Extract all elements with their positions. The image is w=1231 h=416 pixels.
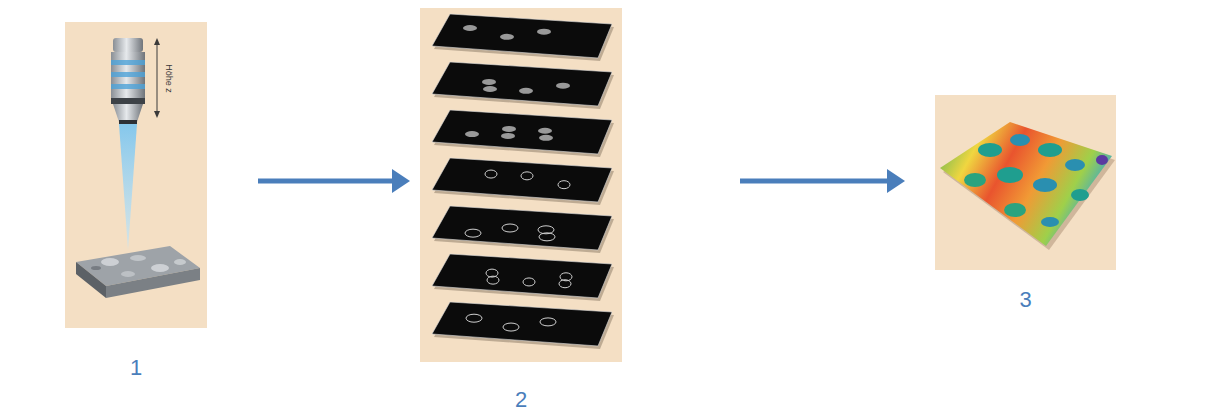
light-beam — [119, 124, 137, 250]
sample-slab — [76, 246, 200, 298]
image-slice — [432, 110, 614, 157]
panel-ground — [420, 8, 622, 362]
arrow-head — [392, 169, 410, 193]
image-slice — [432, 62, 614, 109]
panel-ground — [65, 22, 207, 328]
arrow-head — [887, 169, 905, 193]
image-slice — [432, 302, 614, 349]
step-panel: 3 — [935, 95, 1116, 270]
image-stack — [432, 14, 614, 349]
microscope-objective — [111, 38, 145, 124]
step-number: 3 — [935, 287, 1116, 313]
step-panel: 2 — [420, 8, 622, 362]
flow-arrow — [740, 169, 905, 193]
image-slice — [432, 14, 614, 61]
flow-arrow — [258, 169, 410, 193]
image-slice — [432, 254, 614, 301]
step-number: 2 — [420, 387, 622, 413]
surface-map — [940, 122, 1115, 250]
arrow-shaft — [258, 179, 393, 184]
step-panel: 1 — [65, 22, 207, 328]
image-slice — [432, 158, 614, 205]
panel-ground — [935, 95, 1116, 270]
image-slice — [432, 206, 614, 253]
height-arrow — [154, 38, 160, 118]
arrow-shaft — [740, 179, 888, 184]
axis-label: Höhe z — [163, 64, 174, 93]
step-number: 1 — [65, 355, 207, 381]
